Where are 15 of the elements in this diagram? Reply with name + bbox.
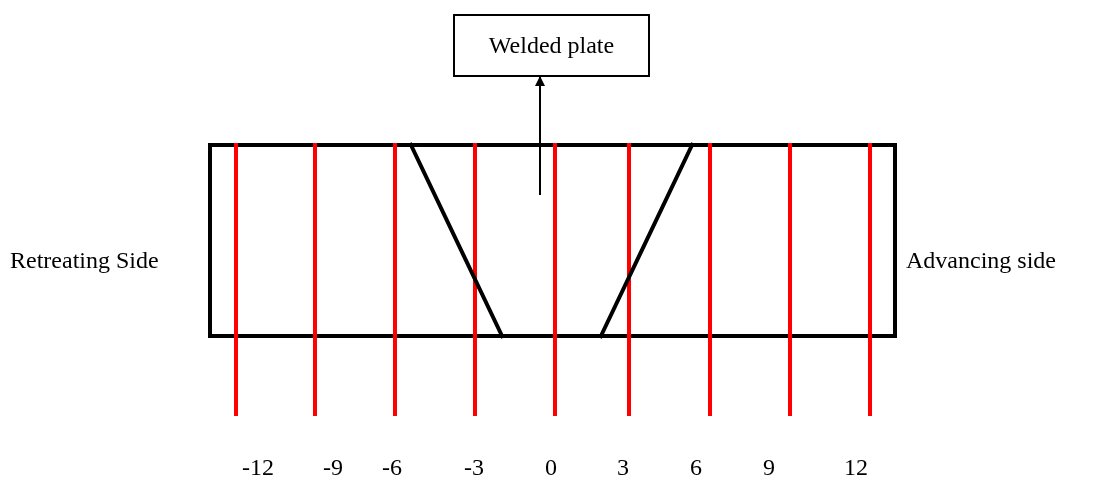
position-value: 9 <box>763 453 775 481</box>
position-value: -12 <box>242 453 274 481</box>
position-value: 0 <box>545 453 557 481</box>
position-value: -3 <box>464 453 484 481</box>
leader-arrow <box>535 76 545 196</box>
position-value: -9 <box>323 453 343 481</box>
plate-label: Welded plate <box>488 32 615 59</box>
position-value: -6 <box>382 453 402 481</box>
side-label: Advancing side <box>906 246 1056 274</box>
plate-outline <box>208 143 897 338</box>
label-box <box>453 14 650 77</box>
position-value: 3 <box>617 453 629 481</box>
position-value: 12 <box>844 453 868 481</box>
position-value: 6 <box>690 453 702 481</box>
side-label: Retreating Side <box>10 246 159 274</box>
